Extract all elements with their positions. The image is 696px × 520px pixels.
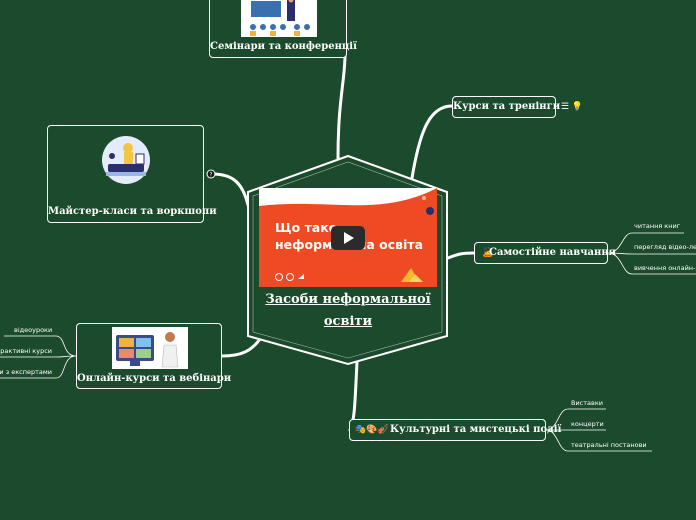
online-item-1: відеоуроки: [14, 326, 53, 334]
center-topic[interactable]: Засоби неформальної освіти: [258, 289, 438, 333]
conference-illustration: [241, 0, 317, 37]
connector-seminars: [336, 53, 347, 160]
webinar-illustration: [112, 327, 188, 369]
node-seminars[interactable]: Семінари та конференції: [209, 0, 357, 58]
node-courses-label: Курси та тренінги: [453, 101, 561, 112]
workshop-illustration: [102, 136, 150, 184]
online-item-3: вебінари з експертами: [0, 368, 52, 376]
online-item-2: інтерактивні курси: [0, 347, 52, 355]
connector-self: [446, 251, 476, 260]
leaf-line-online: [0, 335, 77, 379]
node-courses[interactable]: Курси та тренінги: [452, 96, 561, 118]
node-self-study[interactable]: 🙇 Самостійне навчання: [474, 242, 617, 264]
node-culture-label: Культурні та мистецькі події: [390, 424, 562, 435]
node-online-courses[interactable]: Онлайн-курси та вебінари: [76, 323, 232, 389]
culture-item-1: Виставки: [571, 399, 604, 407]
svg-text:?: ?: [209, 172, 212, 179]
culture-item-3: театральні постанови: [571, 441, 647, 449]
play-icon[interactable]: [331, 226, 365, 250]
node-online-courses-label: Онлайн-курси та вебінари: [77, 373, 232, 384]
leaf-line-self: [607, 232, 696, 275]
video-title-line1: Що таке: [275, 220, 338, 235]
leaf-line-culture: [545, 408, 652, 452]
node-seminars-label: Семінари та конференції: [210, 41, 357, 52]
theater-art-violin-icon: 🎭🎨🎻: [355, 425, 389, 435]
self-study-item-1: читання книг: [634, 222, 681, 230]
note-and-lightbulb-icon: ☰ 💡: [561, 102, 584, 112]
center-title-line1: Засоби неформальної: [265, 292, 431, 307]
self-study-item-2: перегляд відео-лекцій: [634, 243, 696, 251]
node-self-study-label: Самостійне навчання: [489, 247, 617, 258]
culture-item-2: концерти: [571, 420, 604, 428]
studying-person-icon: 🙇: [482, 248, 494, 258]
center-title-line2: освіти: [323, 314, 373, 329]
node-master-classes[interactable]: Майстер-класи та воркшопи: [47, 125, 217, 223]
node-culture[interactable]: 🎭🎨🎻 Культурні та мистецькі події: [349, 419, 562, 441]
center-video-thumbnail[interactable]: Що таке неформальна освіта: [259, 188, 437, 287]
connector-courses: [410, 104, 454, 180]
connector-master: [210, 172, 250, 207]
node-master-classes-label: Майстер-класи та воркшопи: [48, 206, 217, 217]
question-icon[interactable]: ?: [206, 169, 216, 179]
self-study-item-3: вивчення онлайн-ресурсів: [634, 264, 696, 272]
